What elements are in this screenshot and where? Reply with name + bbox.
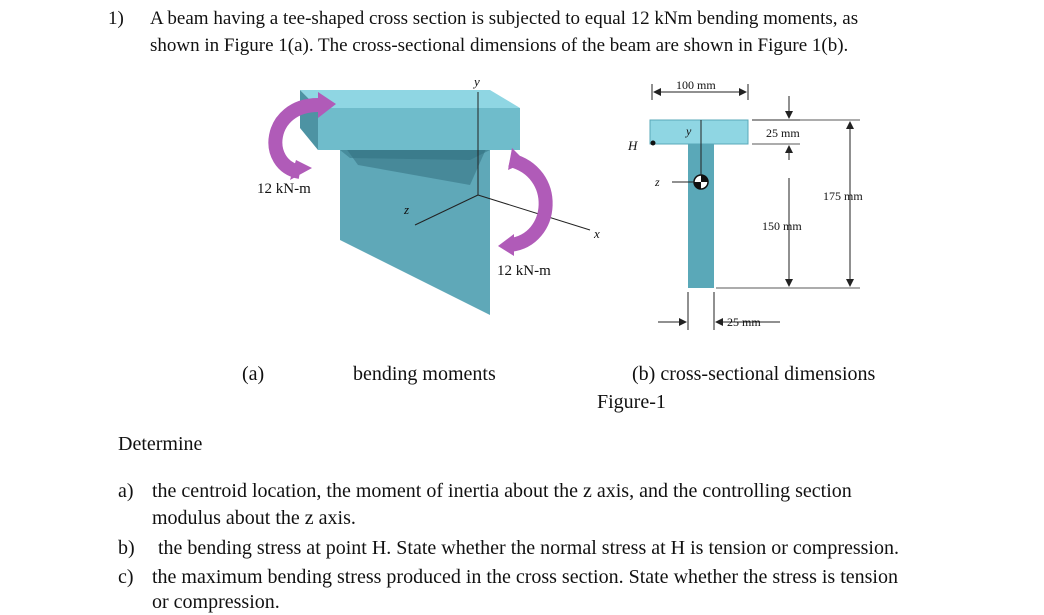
caption-a-text: bending moments <box>353 363 496 385</box>
tee-cross-section: y z H <box>627 119 749 288</box>
problem-number: 1) <box>108 8 124 29</box>
part-a-line-2: modulus about the z axis. <box>152 507 356 529</box>
arrowhead-icon <box>290 160 312 180</box>
axis-y-label: y <box>472 74 480 89</box>
beam-flange-underside <box>340 150 490 160</box>
part-b-line-1: the bending stress at point H. State whe… <box>158 537 899 559</box>
dimensions: 100 mm 25 mm 150 mm 175 mm 25 mm <box>651 78 863 330</box>
axis-z-label: z <box>403 202 409 217</box>
centroid-quadrant <box>701 175 708 182</box>
dim-width-label: 100 mm <box>676 78 716 92</box>
centroid-quadrant <box>694 182 701 189</box>
caption-a-letter: (a) <box>242 363 265 385</box>
section-axis-z-label: z <box>654 175 660 189</box>
part-c-line-1: the maximum bending stress produced in t… <box>152 566 898 588</box>
point-h-icon <box>650 140 656 146</box>
moment-left-label: 12 kN-m <box>257 181 311 197</box>
moment-right-label: 12 kN-m <box>497 263 551 279</box>
dim-web-height-label: 150 mm <box>762 219 802 233</box>
beam-web-front <box>340 140 490 315</box>
section-flange <box>649 119 749 145</box>
part-a-line-1: the centroid location, the moment of ine… <box>152 480 852 502</box>
arrowhead-icon <box>498 234 514 256</box>
axis-z-line <box>414 194 479 226</box>
dim-total-label: 175 mm <box>823 189 863 203</box>
moment-arrow-left <box>268 92 336 180</box>
determine-heading: Determine <box>118 433 203 455</box>
part-b-letter: b) <box>118 537 135 559</box>
section-axis-y-label: y <box>685 124 692 138</box>
arrowhead-icon <box>508 148 526 170</box>
problem-line-2: shown in Figure 1(a). The cross-sectiona… <box>150 35 849 56</box>
dim-flange-label: 25 mm <box>766 126 800 140</box>
part-a-letter: a) <box>118 480 134 502</box>
part-c-line-2: or compression. <box>152 591 280 613</box>
point-h-label: H <box>627 138 638 153</box>
axes-3d: y x z <box>403 74 600 241</box>
curved-arrow-icon <box>507 153 553 252</box>
arrowhead-icon <box>318 92 336 118</box>
beam-3d <box>300 90 520 315</box>
moment-arrow-right <box>498 148 553 256</box>
dim-web-width-label: 25 mm <box>727 315 761 329</box>
part-c-letter: c) <box>118 566 134 588</box>
figure-label: Figure-1 <box>597 391 666 413</box>
caption-b: (b) cross-sectional dimensions <box>632 363 876 385</box>
axis-x-label: x <box>593 226 600 241</box>
curved-arrow-icon <box>268 98 319 179</box>
problem-line-1: A beam having a tee-shaped cross section… <box>150 8 859 29</box>
beam-flange-front <box>318 108 520 150</box>
axis-x-line <box>477 194 591 231</box>
beam-flange-top <box>300 90 520 108</box>
